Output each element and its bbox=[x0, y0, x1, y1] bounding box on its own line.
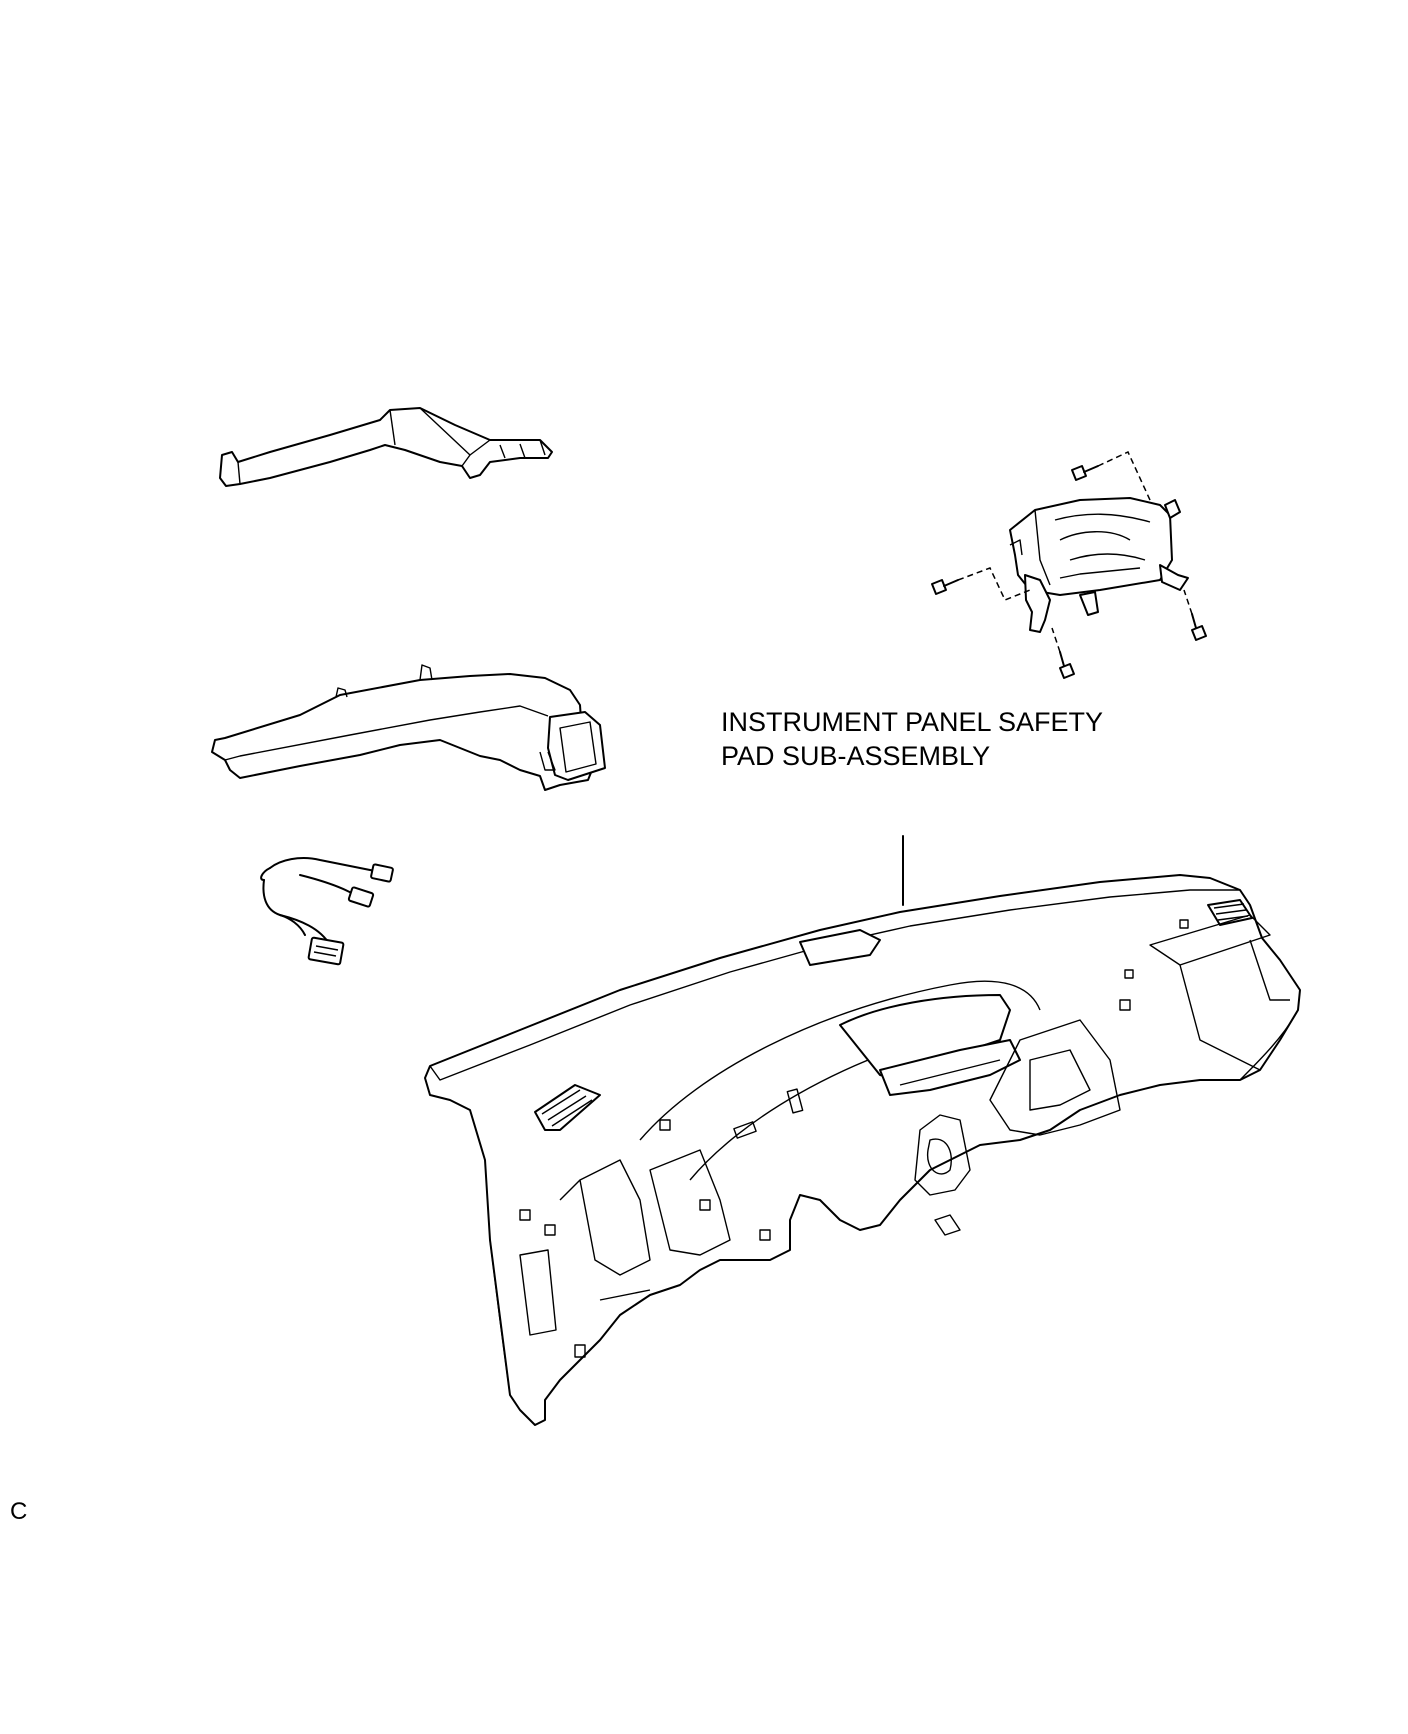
lower-air-duct bbox=[211, 664, 606, 791]
figure-code: C bbox=[10, 1498, 28, 1525]
bolts bbox=[931, 451, 1207, 679]
wire-harness bbox=[260, 857, 394, 966]
upper-air-duct bbox=[219, 407, 553, 487]
part-name-line-2: PAD SUB-ASSEMBLY bbox=[721, 741, 991, 771]
bolt-top bbox=[1071, 465, 1099, 481]
bolt-left bbox=[931, 579, 959, 595]
instrument-panel bbox=[424, 874, 1301, 1426]
part-name-line-1: INSTRUMENT PANEL SAFETY bbox=[721, 707, 1104, 737]
airbag-module bbox=[1009, 497, 1189, 633]
part-name-label: INSTRUMENT PANEL SAFETY PAD SUB-ASSEMBLY bbox=[721, 705, 1103, 773]
bolt-right bbox=[1191, 613, 1207, 641]
bolt-bottom bbox=[1059, 651, 1075, 679]
